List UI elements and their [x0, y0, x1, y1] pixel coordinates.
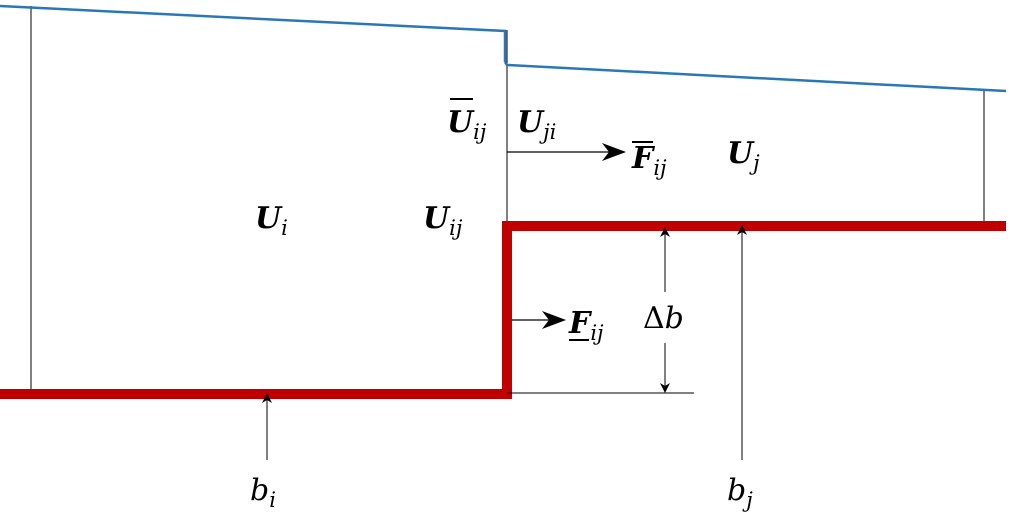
label-u-bar-ij: Uij — [447, 105, 487, 144]
water-surface-left — [0, 4, 507, 62]
bed-profile — [0, 221, 1006, 399]
water-surface-right — [503, 61, 1007, 93]
label-b-i: bi — [250, 473, 276, 512]
label-u-ij-cell: Uij — [423, 201, 463, 240]
label-f-bar-ij: Fij — [631, 141, 667, 180]
label-delta-b: Δb — [643, 301, 684, 336]
label-f-under-ij: Fij — [568, 306, 604, 345]
label-u-ji: Uji — [517, 105, 556, 144]
label-b-j: bj — [727, 473, 753, 512]
label-u-j: Uj — [727, 136, 760, 175]
label-u-i: Ui — [255, 201, 288, 240]
